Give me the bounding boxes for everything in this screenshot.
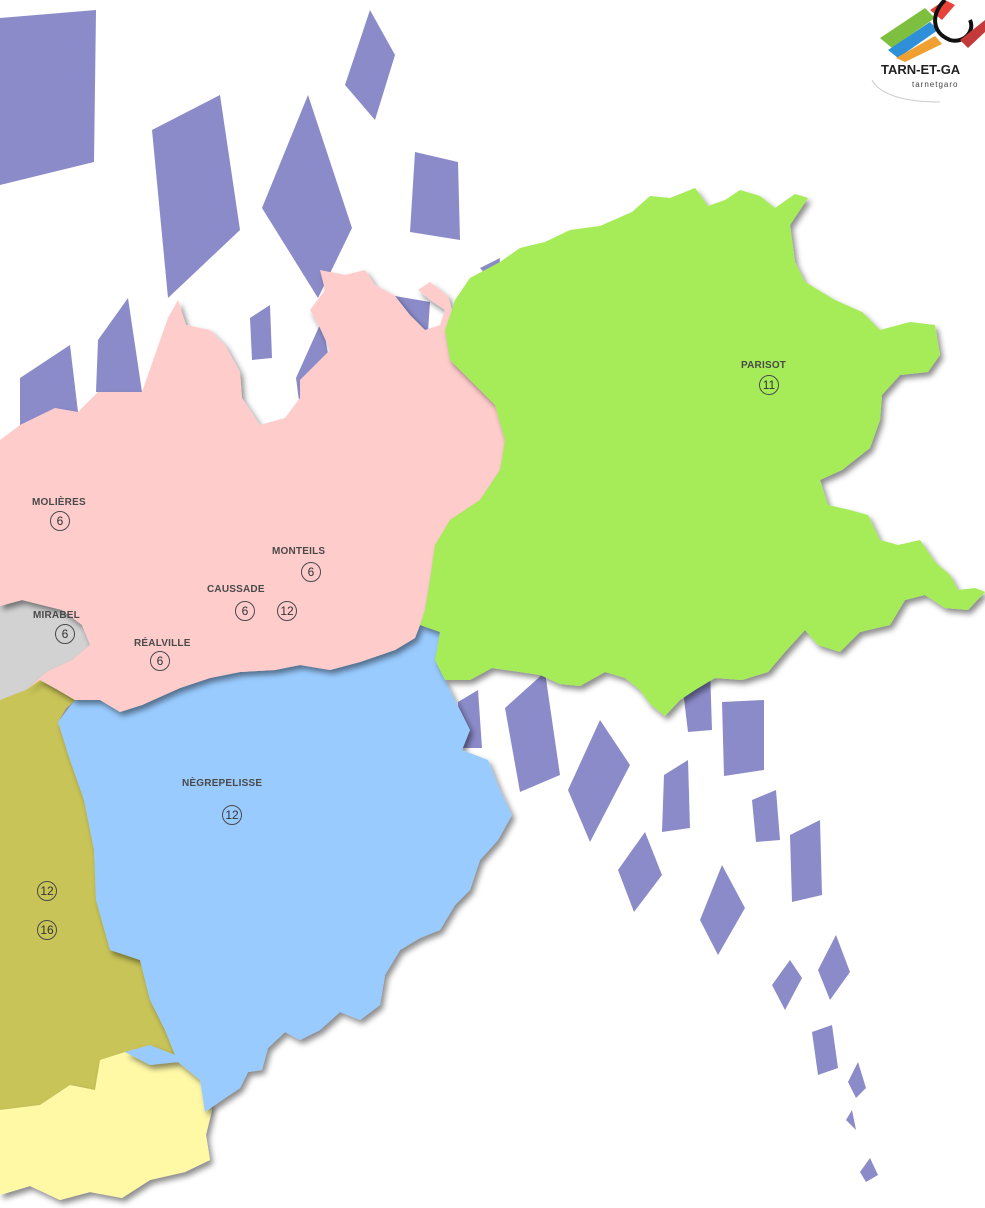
zone-parisot [420, 188, 985, 716]
decor-shape [848, 1062, 866, 1098]
decor-shape [812, 1025, 838, 1075]
decor-shape [722, 700, 764, 776]
decor-shape [20, 345, 78, 425]
decor-shape [752, 790, 780, 842]
line-badge: 11 [759, 375, 779, 395]
commune-label-mirabel: MIRABEL [33, 610, 80, 621]
decor-shape [846, 1110, 856, 1130]
decor-shape [96, 298, 142, 392]
decor-shape [790, 820, 822, 902]
commune-label-caussade: CAUSSADE [207, 584, 265, 595]
zone-west [0, 672, 175, 1110]
decor-shape [772, 960, 802, 1010]
decor-shape [662, 760, 690, 832]
decor-shape [345, 10, 395, 120]
decor-shape [410, 152, 460, 240]
line-badge: 12 [37, 881, 57, 901]
decor-shape [568, 720, 630, 842]
decor-shape [818, 935, 850, 1000]
zone-negrepelisse [58, 625, 512, 1112]
line-badge: 6 [55, 624, 75, 644]
logo: TARN-ET-GA tarnetgaro [867, 0, 985, 100]
decor-shape [700, 865, 745, 955]
decor-shape [262, 95, 352, 298]
decor-shape [250, 305, 272, 360]
line-badge: 6 [50, 511, 70, 531]
commune-label-molieres: MOLIÈRES [32, 497, 86, 508]
line-badge: 12 [222, 805, 242, 825]
zone-south [0, 1052, 212, 1200]
commune-label-monteils: MONTEILS [272, 546, 326, 557]
decor-shape [860, 1158, 878, 1182]
logo-graphic [871, 0, 985, 103]
commune-label-negrepelisse: NÈGREPELISSE [182, 778, 263, 789]
commune-label-parisot: PARISOT [741, 360, 787, 371]
line-badge: 6 [235, 601, 255, 621]
line-badge: 6 [301, 562, 321, 582]
line-badge: 6 [150, 651, 170, 671]
decor-shape [0, 10, 96, 185]
decor-shape [505, 672, 560, 792]
logo-title: TARN-ET-GA [881, 62, 961, 77]
decor-shape [152, 95, 240, 298]
line-badge: 12 [277, 601, 297, 621]
logo-url: tarnetgaro [912, 80, 959, 89]
zone-caussade [0, 270, 505, 712]
commune-label-realville: RÉALVILLE [134, 638, 191, 649]
line-badge: 16 [37, 920, 57, 940]
decor-shape [618, 832, 662, 912]
